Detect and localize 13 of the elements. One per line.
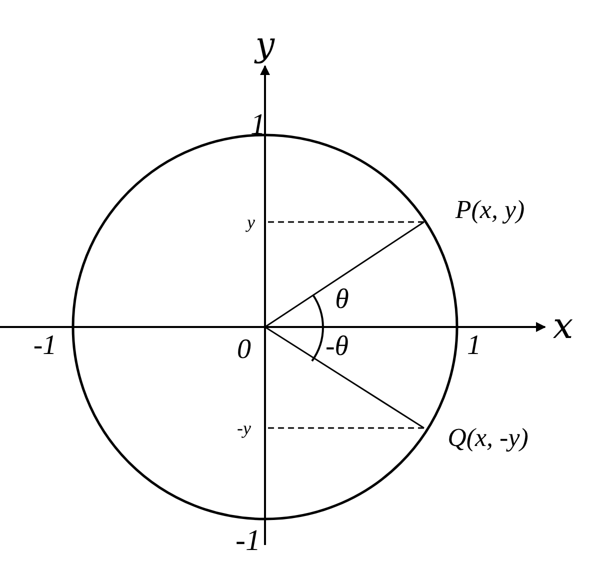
tick-label: -1 xyxy=(236,526,260,556)
angle-label: -θ xyxy=(325,333,349,361)
tick-label: -y xyxy=(237,419,251,437)
angle-label: θ xyxy=(335,286,349,314)
point-label: Q(x, -y) xyxy=(448,425,528,451)
point-label: P(x, y) xyxy=(455,197,525,223)
axis-label: y xyxy=(255,28,275,62)
tick-label: -1 xyxy=(33,332,57,360)
tick-label: 1 xyxy=(467,332,481,360)
tick-label: 1 xyxy=(250,110,266,140)
tick-label: 0 xyxy=(237,336,251,364)
tick-label: y xyxy=(247,213,255,231)
axis-label: x xyxy=(552,309,574,345)
